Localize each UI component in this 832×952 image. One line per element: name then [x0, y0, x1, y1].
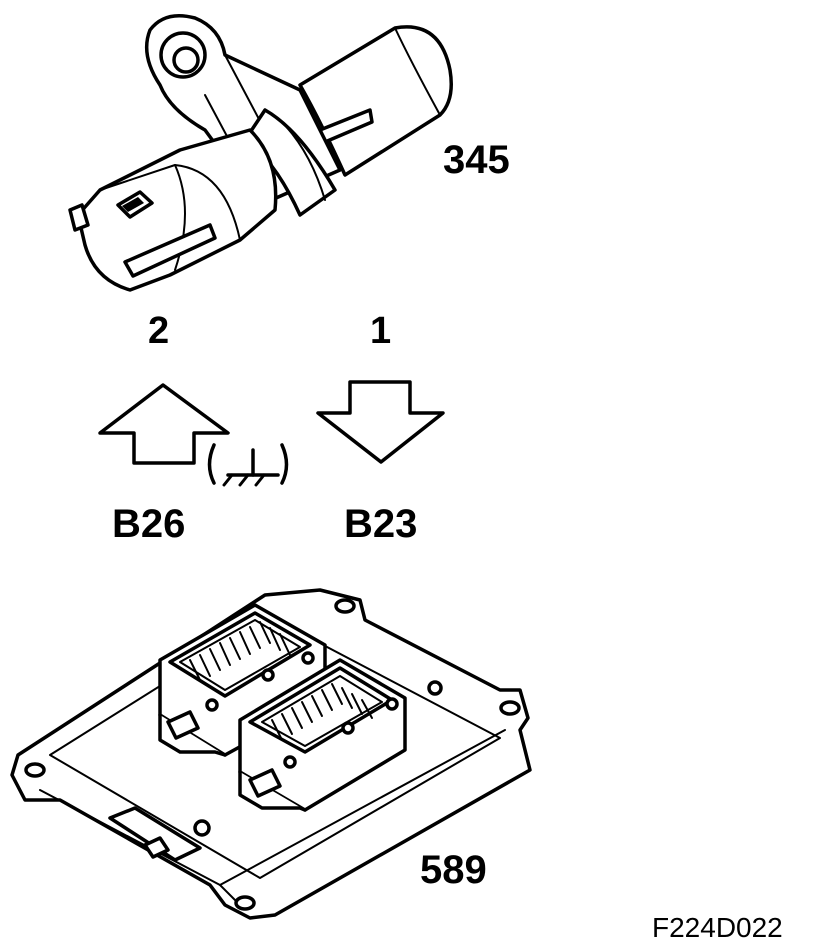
control-module-illustration: [10, 588, 532, 920]
arrow-up-icon: [98, 383, 230, 465]
signal-left-label: B26: [112, 502, 186, 546]
signal-right-label: B23: [344, 502, 418, 546]
ground-symbol-icon: [207, 443, 289, 487]
figure-code-label: F224D022: [652, 912, 783, 943]
pin-left-label: 2: [148, 310, 170, 352]
sensor-ref-label: 345: [443, 138, 510, 182]
crank-sensor-illustration: [68, 14, 453, 292]
module-ref-label: 589: [420, 848, 487, 892]
pin-right-label: 1: [370, 310, 392, 352]
arrow-down-icon: [316, 380, 445, 464]
